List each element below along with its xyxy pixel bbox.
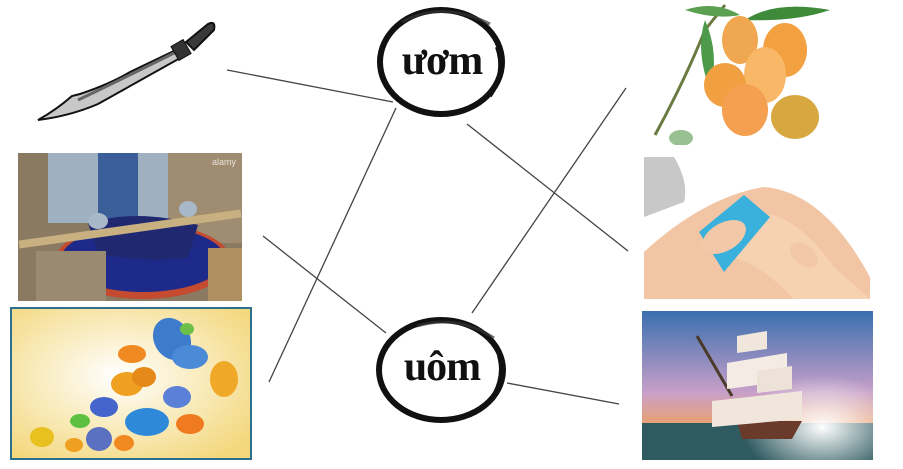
word-label: uôm: [403, 344, 481, 390]
connector-mango-uom2: [471, 87, 627, 314]
butterflies-illustration: [12, 309, 250, 458]
image-sword[interactable]: [30, 12, 230, 127]
word-label: ươm: [401, 38, 483, 84]
connector-sword-uom: [226, 69, 394, 103]
mango-illustration: [653, 4, 830, 145]
brush-circle-icon: [377, 7, 505, 117]
sailing-ship-illustration: [642, 311, 873, 460]
image-mangoes[interactable]: [645, 0, 835, 145]
watermark: alamy: [211, 157, 236, 167]
image-butterflies[interactable]: [10, 307, 252, 460]
image-cold-compress[interactable]: [644, 157, 870, 299]
image-indigo-dyeing[interactable]: alamy: [18, 153, 242, 301]
word-circle-uom2[interactable]: uôm: [372, 308, 512, 426]
cold-compress-illustration: [644, 157, 870, 299]
connector-dyeing-uom2: [262, 235, 387, 334]
butterfly-icon: [30, 317, 238, 452]
connector-compress-uom: [466, 123, 629, 252]
image-sailing-ship[interactable]: [642, 311, 873, 460]
connector-ship-uom2: [506, 382, 620, 405]
brush-circle-icon: [376, 317, 506, 423]
dyeing-illustration: [18, 153, 242, 301]
word-circle-uom[interactable]: ươm: [372, 2, 512, 120]
sword-icon: [37, 21, 216, 121]
